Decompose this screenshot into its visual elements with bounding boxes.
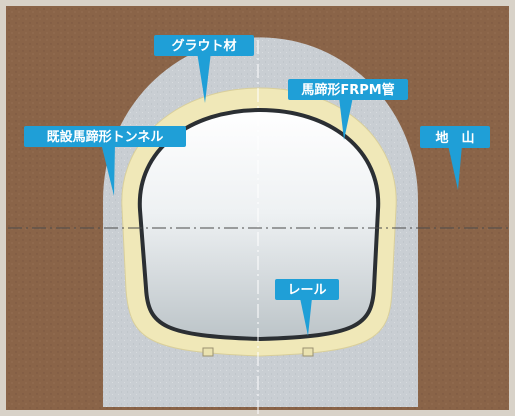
callout-frpm: 馬蹄形FRPM管	[288, 79, 408, 140]
callout-existing-tunnel-pointer	[101, 143, 115, 196]
callout-ground-label: 地 山	[435, 130, 474, 146]
callout-ground-pointer	[448, 145, 462, 190]
callout-existing-tunnel-box	[24, 126, 186, 147]
callout-grout: グラウト材	[154, 35, 254, 103]
callout-grout-pointer	[197, 52, 211, 103]
left-rail-block	[202, 347, 214, 357]
callout-rail-pointer	[300, 298, 312, 336]
callout-existing-tunnel-label: 既設馬蹄形トンネル	[47, 129, 164, 145]
callout-frpm-box	[288, 79, 408, 100]
callout-grout-box	[154, 35, 254, 56]
callout-rail: レール	[275, 279, 339, 336]
callout-ground-box	[420, 126, 490, 148]
callout-frpm-pointer	[339, 97, 353, 140]
callout-rail-box	[275, 279, 339, 300]
callout-grout-label: グラウト材	[171, 38, 236, 54]
callout-frpm-label: 馬蹄形FRPM管	[301, 82, 394, 98]
callout-rail-label: レール	[287, 283, 326, 298]
right-rail-block	[302, 347, 314, 357]
callout-ground: 地 山	[420, 126, 490, 190]
callout-existing-tunnel: 既設馬蹄形トンネル	[24, 126, 186, 196]
